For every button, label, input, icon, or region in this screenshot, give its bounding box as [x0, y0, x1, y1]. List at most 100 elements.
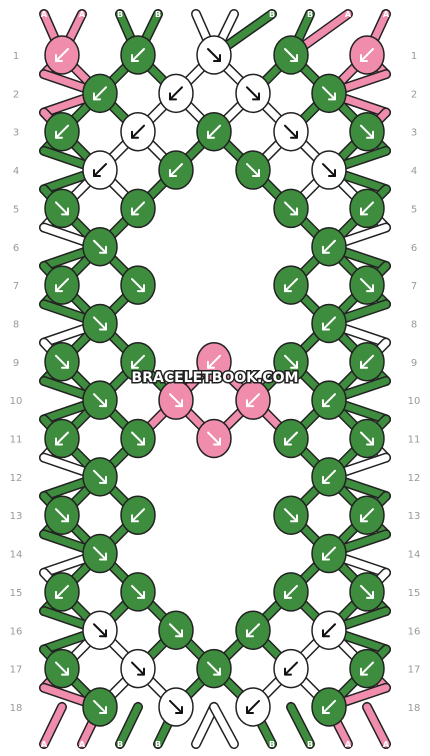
- knot-arrow-shaft: [284, 48, 298, 62]
- knot: [158, 610, 194, 650]
- knot-arrow-shaft: [131, 201, 145, 216]
- knot: [349, 495, 385, 535]
- knot-arrow-shaft: [360, 201, 374, 216]
- knot-arrow-head: [213, 437, 221, 446]
- knot-arrow-shaft: [93, 163, 107, 178]
- thread-letter-bottom: B: [155, 740, 161, 749]
- knot-arrow-head: [61, 207, 69, 216]
- knot-arrow-shaft: [284, 354, 298, 369]
- knot: [44, 342, 80, 382]
- thread-bottom: [210, 703, 238, 748]
- knot-arrow-shaft: [207, 48, 221, 62]
- knot: [349, 648, 385, 689]
- knot-arrow-shaft: [55, 508, 69, 523]
- row-label-left: 12: [10, 473, 23, 484]
- knot: [44, 418, 80, 459]
- knot: [158, 73, 194, 114]
- knot: [273, 495, 309, 535]
- knot: [44, 265, 80, 305]
- knot-arrow-shaft: [55, 278, 69, 293]
- knot: [196, 111, 232, 152]
- knot-arrow-head: [360, 667, 368, 676]
- knot-arrow-shaft: [246, 86, 260, 101]
- knot-arrow-shaft: [207, 354, 221, 369]
- knot-arrow-shaft: [131, 354, 145, 369]
- knot: [120, 495, 156, 535]
- knot-arrow-shaft: [93, 239, 107, 254]
- knot-arrow-head: [322, 475, 330, 484]
- knot-arrow-head: [366, 590, 374, 599]
- watermark-text: BRACELETBOOK.COM: [132, 370, 299, 386]
- knot-arrow-head: [175, 399, 183, 408]
- row-label-left: 13: [10, 511, 23, 522]
- knot-arrow-head: [99, 245, 107, 254]
- row-label-left: 6: [13, 243, 19, 254]
- knot-arrow-head: [61, 514, 69, 523]
- thread-letter-bottom: C: [231, 740, 237, 749]
- thread-letter-top: C: [231, 10, 237, 19]
- knot: [82, 687, 118, 727]
- knot-arrow-head: [284, 667, 292, 676]
- thread-letter-bottom: A: [383, 740, 390, 749]
- thread-letter-bottom: A: [345, 740, 352, 749]
- knot-arrow-head: [99, 322, 107, 331]
- knot-arrow-head: [360, 514, 368, 523]
- row-label-right: 1: [411, 51, 417, 62]
- row-label-left: 15: [10, 588, 23, 599]
- thread-letter-top: B: [307, 10, 313, 19]
- knot: [196, 342, 232, 382]
- knot: [273, 188, 309, 229]
- knot-arrow-shaft: [55, 354, 69, 369]
- knot: [196, 418, 232, 459]
- knot-arrow-head: [252, 169, 260, 178]
- row-label-left: 7: [13, 281, 19, 292]
- knot: [349, 418, 385, 459]
- knot-arrow-shaft: [169, 86, 183, 101]
- knot: [311, 457, 347, 497]
- knot-arrow-head: [169, 92, 177, 101]
- knot-arrow-shaft: [322, 163, 336, 178]
- knot: [82, 380, 118, 420]
- knot-arrow-head: [137, 284, 145, 293]
- knot-arrow-shaft: [93, 699, 107, 714]
- knot-arrow-shaft: [93, 86, 107, 101]
- knot-arrow-head: [55, 284, 63, 293]
- row-label-left: 3: [13, 128, 19, 139]
- knot-arrow-shaft: [360, 48, 374, 62]
- thread-letter-top: A: [345, 10, 352, 19]
- knot-arrow-head: [290, 207, 298, 216]
- row-label-left: 5: [13, 204, 19, 215]
- knot-arrow-head: [246, 705, 254, 714]
- knot-arrow-head: [246, 399, 254, 408]
- row-label-left: 8: [13, 319, 19, 330]
- knot-arrow-head: [290, 130, 298, 139]
- knot: [349, 35, 385, 75]
- row-label-left: 1: [13, 51, 19, 62]
- knot-arrow-shaft: [360, 431, 374, 446]
- knot: [311, 533, 347, 574]
- row-label-left: 18: [10, 703, 23, 714]
- knot-arrow-shaft: [360, 354, 374, 369]
- row-label-right: 16: [408, 626, 421, 637]
- knot-arrow-shaft: [284, 278, 298, 293]
- knot-arrow-head: [290, 514, 298, 523]
- knot-arrow-shaft: [93, 393, 107, 408]
- knot-arrow-head: [99, 399, 107, 408]
- row-label-right: 14: [408, 550, 421, 561]
- knot: [311, 227, 347, 267]
- thread-letter-bottom: C: [193, 740, 199, 749]
- knot-arrow-shaft: [55, 124, 69, 139]
- row-label-right: 6: [411, 243, 417, 254]
- knot-arrow-shaft: [284, 124, 298, 139]
- thread-letter-top: A: [383, 10, 390, 19]
- knot-arrow-head: [137, 667, 145, 676]
- knot-arrow-head: [99, 629, 107, 638]
- knot-arrow-shaft: [322, 86, 336, 101]
- knot-arrow-shaft: [207, 431, 221, 446]
- knot-arrow-shaft: [360, 278, 374, 293]
- knot: [349, 265, 385, 305]
- thread-letter-bottom: A: [79, 740, 86, 749]
- knot: [158, 150, 194, 190]
